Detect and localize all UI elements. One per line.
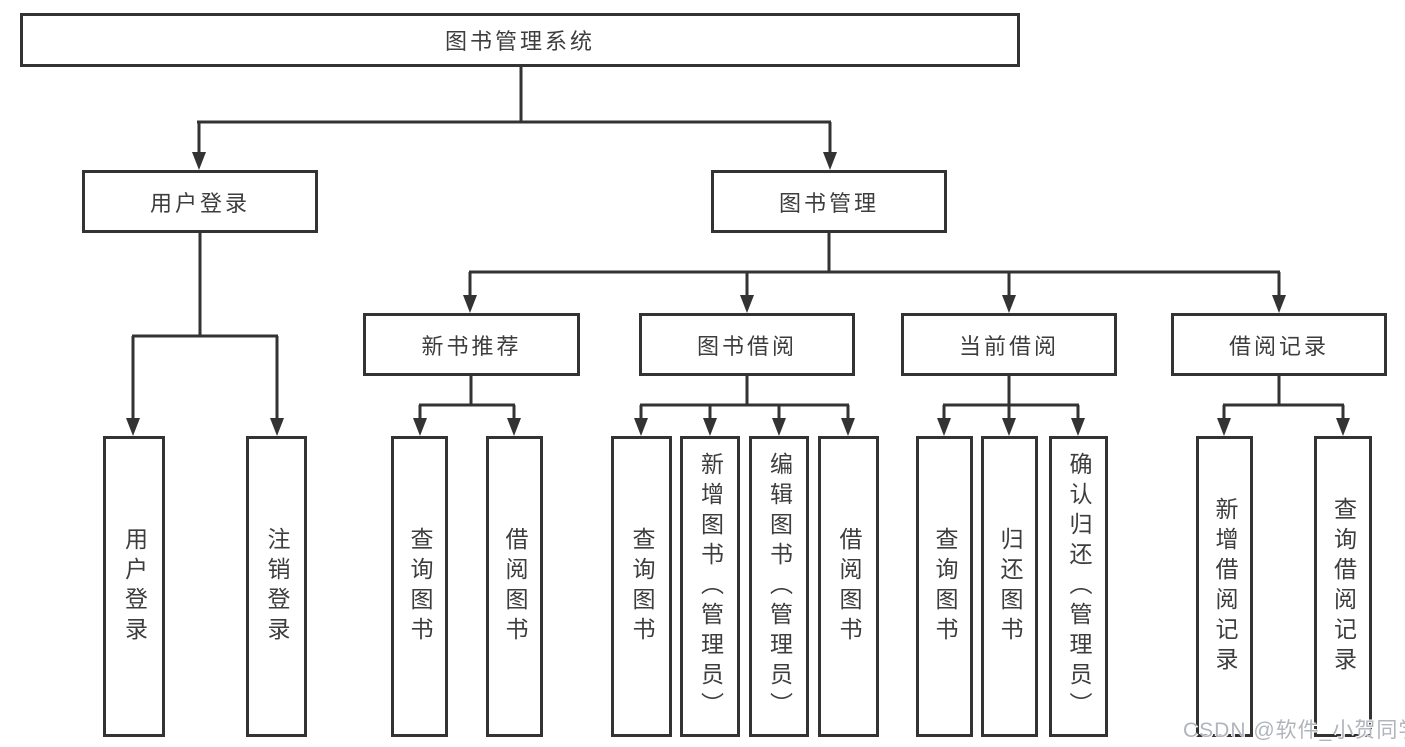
leaf-query-books-recommend: 查询图书: [391, 436, 448, 737]
node-user-login: 用户登录: [82, 170, 318, 233]
leaf-add-borrow-record-label: 新增借阅记录: [1212, 496, 1238, 677]
node-root-label: 图书管理系统: [444, 29, 595, 54]
node-borrow-records-label: 借阅记录: [1228, 333, 1329, 359]
leaf-query-books-borrow-label: 查询图书: [629, 526, 655, 647]
node-current-borrow-label: 当前借阅: [958, 333, 1059, 359]
leaf-query-books-current-label: 查询图书: [932, 526, 958, 647]
node-current-borrow: 当前借阅: [901, 313, 1117, 376]
leaf-borrow-books-borrow-label: 借阅图书: [836, 526, 862, 647]
leaf-query-books-recommend-label: 查询图书: [407, 526, 433, 647]
leaf-add-book-admin: 新增图书（管理员）: [680, 436, 740, 737]
leaf-user-login-label: 用户登录: [121, 526, 148, 647]
leaf-add-book-admin-label: 新增图书（管理员）: [697, 451, 724, 722]
leaf-user-login: 用户登录: [103, 436, 165, 737]
leaf-query-borrow-record-label: 查询借阅记录: [1330, 496, 1357, 677]
node-book-management-label: 图书管理: [778, 190, 879, 216]
leaf-edit-book-admin-label: 编辑图书（管理员）: [766, 451, 793, 722]
leaf-borrow-books-recommend: 借阅图书: [486, 436, 543, 737]
node-book-borrow-label: 图书借阅: [696, 333, 797, 359]
leaf-add-borrow-record: 新增借阅记录: [1196, 436, 1253, 737]
node-book-borrow: 图书借阅: [639, 313, 855, 376]
leaf-return-books: 归还图书: [981, 436, 1038, 737]
leaf-query-borrow-record: 查询借阅记录: [1314, 436, 1372, 737]
leaf-query-books-borrow: 查询图书: [611, 436, 672, 737]
csdn-watermark: CSDN @软件_小贺同学: [1183, 719, 1405, 742]
leaf-edit-book-admin: 编辑图书（管理员）: [749, 436, 809, 737]
leaf-return-books-label: 归还图书: [997, 526, 1023, 647]
leaf-borrow-books-borrow: 借阅图书: [818, 436, 879, 737]
node-new-book-recommend: 新书推荐: [363, 313, 580, 376]
leaf-query-books-current: 查询图书: [916, 436, 973, 737]
node-new-book-recommend-label: 新书推荐: [421, 333, 522, 359]
node-root: 图书管理系统: [20, 13, 1020, 67]
node-book-management: 图书管理: [711, 170, 947, 233]
leaf-confirm-return-admin-label: 确认归还（管理员）: [1066, 451, 1092, 722]
leaf-confirm-return-admin: 确认归还（管理员）: [1049, 436, 1108, 737]
leaf-logout-label: 注销登录: [264, 526, 290, 647]
leaf-borrow-books-recommend-label: 借阅图书: [502, 526, 528, 647]
leaf-logout: 注销登录: [246, 436, 307, 737]
node-user-login-label: 用户登录: [149, 190, 250, 216]
node-borrow-records: 借阅记录: [1171, 313, 1387, 376]
